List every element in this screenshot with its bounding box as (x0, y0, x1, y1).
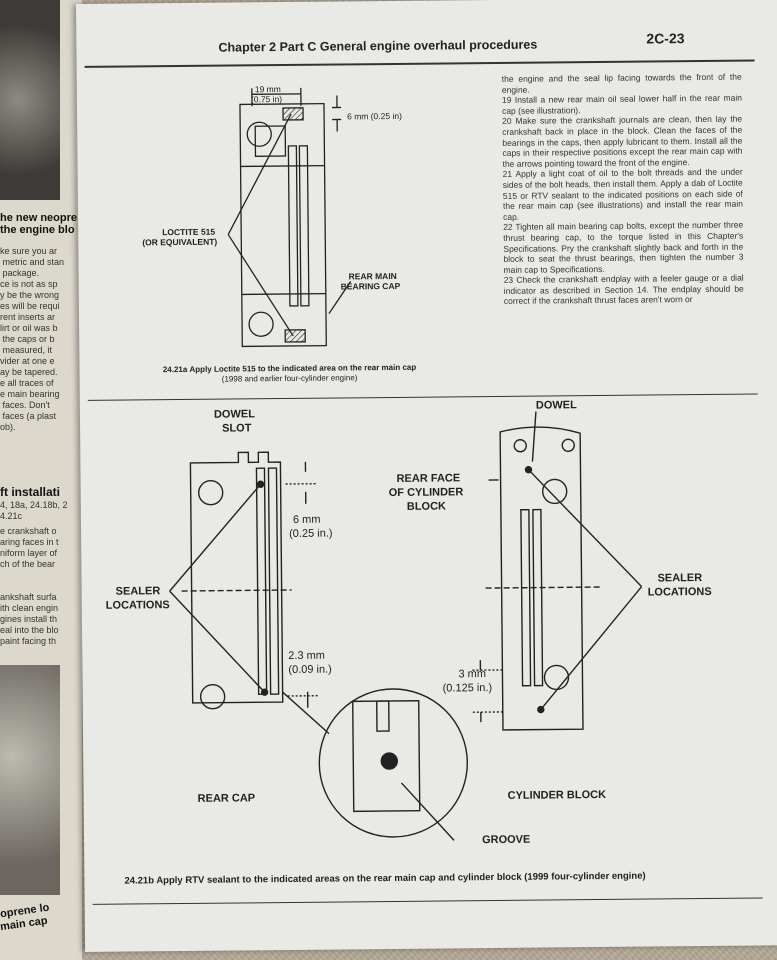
prev-body-1: ke sure you ar metric and stan package. … (0, 246, 65, 432)
prev-section-title: ft installati (0, 485, 61, 499)
loctite-label-2: (OR EQUIVALENT) (142, 236, 218, 248)
paragraph-23: 23 Check the crankshaft endplay with a f… (503, 272, 744, 307)
dim-width-inches: (0.75 in) (250, 94, 283, 105)
prev-subhead-1: he new neopre (0, 212, 78, 224)
figure-b-drawing (169, 411, 643, 841)
paragraph-21: 21 Apply a light coat of oil to the bolt… (502, 166, 743, 222)
figure-divider (87, 393, 758, 401)
chapter-title: Chapter 2 Part C General engine overhaul… (218, 37, 538, 55)
cylinder-block-outline (499, 426, 584, 731)
figure-b-caption-text: Apply RTV sealant to the indicated areas… (156, 870, 646, 887)
figure-b-caption: 24.21b Apply RTV sealant to the indicate… (124, 871, 645, 887)
prev-section-ref-1: 4, 18a, 24.18b, 2 (0, 500, 68, 510)
prev-section-ref-2: 4.21c (0, 511, 23, 521)
dim-23mm-inches: (0.09 in.) (288, 663, 332, 676)
rear-main-label-1: REAR MAIN (348, 270, 397, 282)
prev-body-3: ankshaft surfa ith clean engin gines ins… (0, 592, 59, 646)
dim-width-label: 19 mm (254, 84, 281, 95)
sealer-right-label-2: LOCATIONS (647, 585, 712, 599)
previous-page-edge: he new neopre the engine blo ke sure you… (0, 0, 82, 960)
dim-6mm-inches: (0.25 in.) (289, 527, 333, 540)
loctite-label-1: LOCTITE 515 (162, 226, 216, 238)
sealer-left-label-1: SEALER (115, 585, 161, 598)
manual-page: Chapter 2 Part C General engine overhaul… (76, 0, 777, 952)
text-column: the engine and the seal lip facing towar… (502, 72, 744, 307)
figure-a-caption-id: 24.21a (162, 364, 188, 375)
rear-face-label-1: REAR FACE (396, 472, 461, 485)
page-number: 2C-23 (646, 30, 685, 47)
dim-23mm-label: 2.3 mm (288, 649, 326, 662)
paragraph-22: 22 Tighten all main bearing cap bolts, e… (503, 219, 744, 275)
rear-main-cap-outline (239, 102, 327, 348)
prev-body-2: e crankshaft o aring faces in t niform l… (0, 526, 59, 569)
prev-page-photo-bottom (0, 665, 60, 895)
dim-3mm-inches: (0.125 in.) (442, 682, 493, 695)
paragraph-0: the engine and the seal lip facing towar… (501, 71, 742, 95)
groove-label: GROOVE (481, 833, 531, 847)
sealer-left-label-2: LOCATIONS (105, 599, 170, 612)
footer-rule (92, 897, 763, 905)
rear-face-label-2: OF CYLINDER (388, 486, 464, 500)
figure-a-caption: 24.21a Apply Loctite 515 to the indicate… (119, 362, 459, 385)
paragraph-20: 20 Make sure the crankshaft journals are… (502, 113, 743, 169)
prev-subhead-2: the engine blo (0, 224, 75, 236)
sealer-right-label-1: SEALER (657, 572, 703, 585)
cylinder-block-label: CYLINDER BLOCK (507, 788, 607, 802)
figure-a-drawing (227, 87, 352, 348)
rear-face-label-3: BLOCK (406, 500, 447, 513)
rear-main-label-2: BEARING CAP (340, 280, 401, 292)
prev-page-photo-top (0, 0, 60, 200)
dim-6mm-label: 6 mm (292, 513, 321, 526)
dowel-slot-label-1: DOWEL (213, 408, 255, 421)
figure-a-caption-line2: (1998 and earlier four-cylinder engine) (221, 373, 358, 384)
rear-cap-outline (189, 451, 284, 704)
dim-3mm-label: 3 mm (458, 668, 487, 681)
paragraph-19: 19 Install a new rear main oil seal lowe… (501, 92, 742, 116)
figure-a-caption-line1: Apply Loctite 515 to the indicated area … (189, 362, 417, 374)
dowel-label: DOWEL (535, 399, 577, 412)
dowel-slot-label-2: SLOT (222, 422, 252, 435)
figure-b-caption-id: 24.21b (124, 875, 155, 887)
rear-cap-label: REAR CAP (197, 792, 256, 805)
dim-depth-label: 6 mm (0.25 in) (347, 110, 402, 122)
